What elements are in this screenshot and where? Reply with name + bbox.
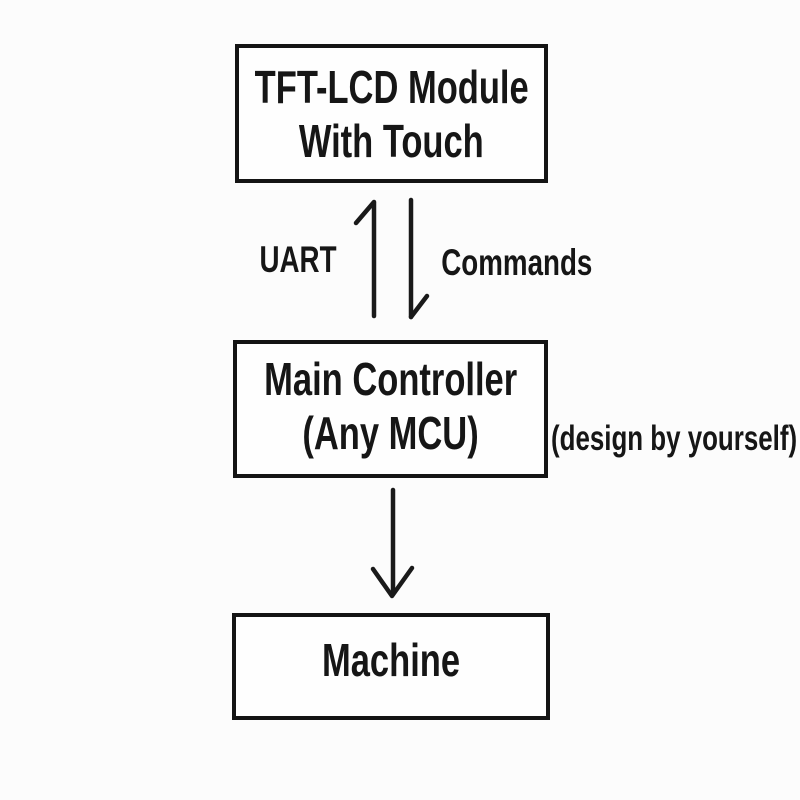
commands-down-arrow — [408, 197, 430, 320]
node-main-controller-line1: Main Controller — [263, 353, 518, 405]
edge-label-uart: UART — [259, 239, 337, 280]
edge-label-commands: Commands — [441, 242, 593, 283]
node-machine: Machine — [232, 613, 550, 720]
uart-up-arrow — [353, 199, 377, 319]
node-main-controller: Main Controller (Any MCU) — [233, 340, 548, 478]
node-tft-lcd-module-line1: TFT-LCD Module — [254, 60, 529, 113]
mcu-to-machine-arrow — [370, 487, 415, 599]
node-main-controller-line2: (Any MCU) — [302, 407, 479, 459]
design-note: (design by yourself) — [551, 419, 798, 458]
node-machine-line1: Machine — [321, 633, 461, 686]
node-tft-lcd-module: TFT-LCD Module With Touch — [235, 44, 548, 183]
node-tft-lcd-module-line2: With Touch — [299, 114, 484, 167]
